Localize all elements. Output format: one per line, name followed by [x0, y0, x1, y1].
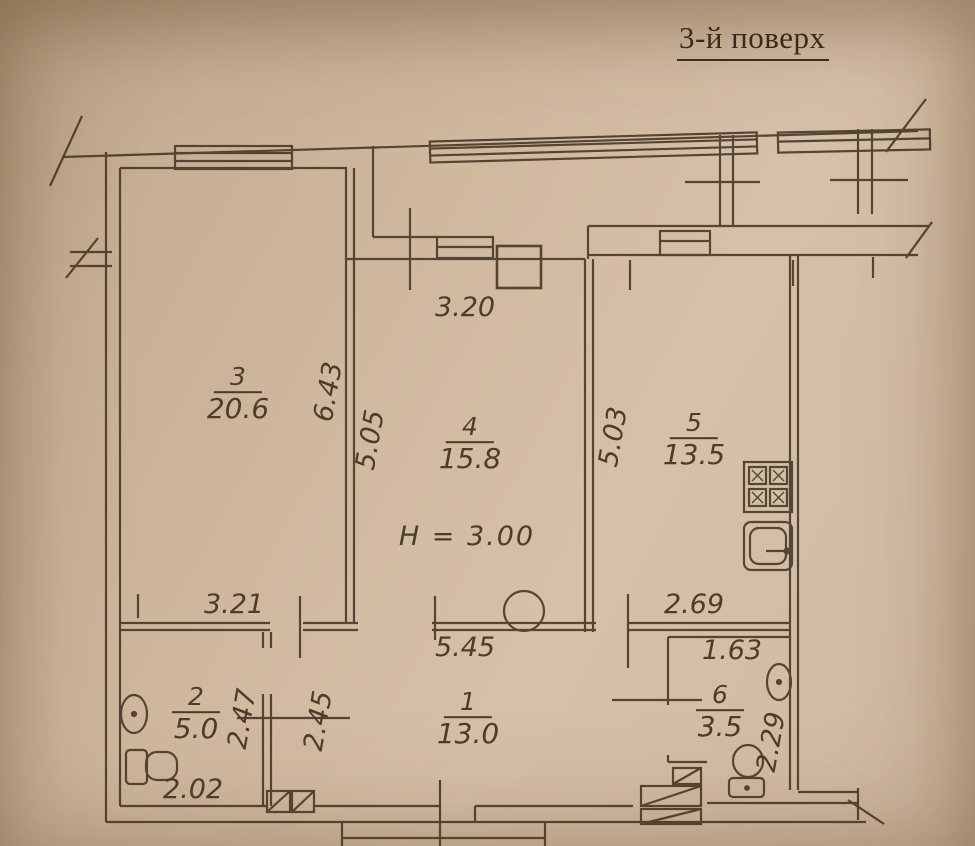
room-4-number: 4 [446, 413, 494, 444]
room-2-label: 2 5.0 [172, 683, 220, 746]
page-title: 3-й поверх [677, 20, 830, 61]
dim-room6-top: 1.63 [701, 634, 763, 666]
balcony-door-block [495, 244, 543, 290]
window-icon [658, 229, 712, 257]
wall-break-icon [847, 799, 885, 825]
window-icon [173, 144, 294, 171]
dim-room3-bottom: 3.21 [203, 588, 265, 620]
dim-room5-bottom: 2.69 [663, 588, 725, 620]
column-icon [502, 589, 546, 633]
room5-top-wall [586, 221, 933, 286]
stove-icon [742, 460, 794, 514]
room-2-number: 2 [172, 683, 220, 714]
window-icon [435, 235, 495, 260]
room-2-area: 5.0 [173, 712, 219, 746]
wall-break-icon [885, 98, 927, 153]
toilet-icon [727, 743, 766, 799]
ceiling-height-note: Н = 3.00 [398, 520, 536, 552]
dim-balcony-window: 3.20 [434, 291, 496, 323]
room-4-label: 4 15.8 [438, 413, 502, 476]
wall-room3-room4 [344, 168, 356, 623]
room-1-label: 1 13.0 [436, 688, 500, 751]
outer-wall-left [65, 152, 122, 822]
kitchen-sink-icon [742, 520, 794, 572]
wall-room2-hall [237, 632, 350, 806]
room-1-number: 1 [444, 688, 492, 719]
wall-room4-room5 [583, 259, 595, 632]
washbasin-icon [765, 662, 793, 702]
window-icon [428, 131, 759, 164]
wall-break-icon [48, 115, 84, 187]
room6-walls [612, 635, 790, 764]
outer-wall-bottom [106, 780, 885, 846]
washbasin-icon [119, 693, 149, 735]
room-3-label: 3 20.6 [206, 363, 270, 426]
room-3-area: 20.6 [206, 392, 270, 426]
vent-shaft-icon [265, 766, 703, 826]
room-5-area: 13.5 [662, 438, 726, 472]
room-1-area: 13.0 [436, 717, 500, 751]
hallway-top-wall [120, 594, 790, 668]
room-5-label: 5 13.5 [662, 409, 726, 472]
room-3-number: 3 [214, 363, 262, 394]
wall-break-icon [65, 237, 112, 279]
outer-wall-top [48, 98, 927, 187]
room-6-label: 6 3.5 [696, 681, 744, 744]
toilet-icon [124, 748, 179, 786]
window-icon [776, 128, 932, 154]
dim-room2-bottom: 2.02 [162, 773, 224, 805]
room-6-number: 6 [696, 681, 744, 712]
dim-hall-top: 5.45 [434, 631, 496, 663]
room-5-number: 5 [670, 409, 718, 440]
wall-break-icon [905, 221, 933, 259]
room-4-area: 15.8 [438, 442, 502, 476]
outer-wall-right [788, 256, 800, 790]
room-6-area: 3.5 [697, 710, 743, 744]
